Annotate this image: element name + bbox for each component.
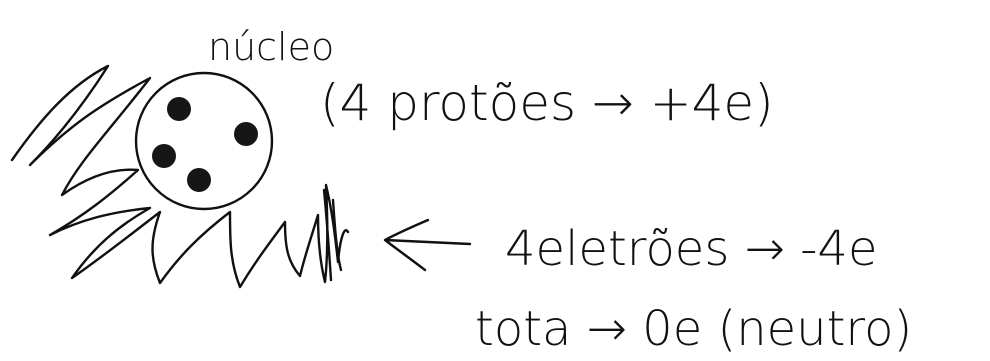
electron-cloud-spike	[322, 188, 343, 282]
proton-dot	[167, 97, 191, 121]
proton-dot	[234, 122, 258, 146]
protons-group	[152, 97, 258, 192]
total-label: tota → 0e (neutro)	[475, 301, 912, 357]
electrons-label: 4eletrões → -4e	[505, 221, 877, 277]
proton-dot	[152, 144, 176, 168]
proton-dot	[187, 168, 211, 192]
nucleus-label: núcleo	[208, 25, 334, 69]
electron-cloud-scribble	[10, 64, 350, 289]
protons-label: (4 protões → +4e)	[320, 74, 774, 132]
nucleus-circle	[134, 71, 274, 211]
left-arrow	[383, 218, 472, 272]
